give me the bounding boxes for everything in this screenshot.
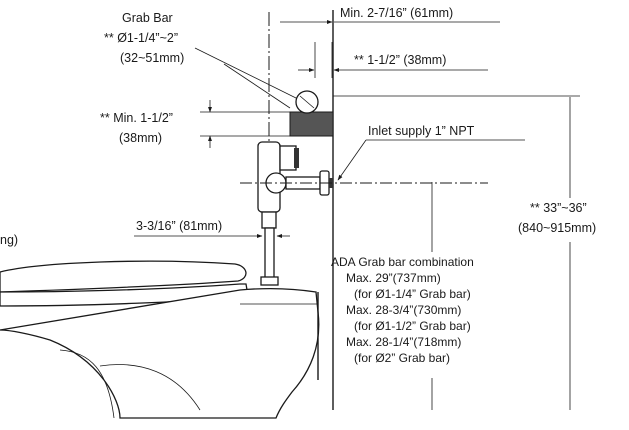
grab-bar-group: Grab Bar ** Ø1-1/4”~2” (32~51mm) <box>104 11 580 137</box>
ada-line-2: (for Ø1-1/4” Grab bar) <box>354 287 471 301</box>
height-range-line1: ** 33”~36” <box>530 201 587 215</box>
pipe-offset-group: 3-3/16” (81mm) <box>134 219 290 238</box>
bar-clearance-group: ** Min. 1-1/2” (38mm) <box>100 100 290 148</box>
ada-line-3: Max. 28-3/4”(730mm) <box>346 303 461 317</box>
ada-line-1: Max. 29”(737mm) <box>346 271 441 285</box>
grab-bar-title: Grab Bar <box>122 11 173 25</box>
ada-line-4: (for Ø1-1/2” Grab bar) <box>354 319 471 333</box>
toilet <box>0 260 320 419</box>
grab-bar-leader <box>194 47 301 101</box>
toilet-seat <box>0 260 247 293</box>
bowl-contour-2 <box>59 349 115 419</box>
ada-title: ADA Grab bar combination <box>331 255 474 269</box>
grab-bar-hatch <box>299 95 315 109</box>
grab-bar-diameter: ** Ø1-1/4”~2” <box>104 31 178 45</box>
spud-coupling <box>260 276 279 286</box>
valve-cover <box>279 145 297 171</box>
bowl-contour <box>99 364 201 411</box>
ada-line-6: (for Ø2” Grab bar) <box>354 351 450 365</box>
grab-bar-diameter-mm: (32~51mm) <box>120 51 184 65</box>
valve-cover-edge <box>294 148 299 168</box>
ada-group: ADA Grab bar combination Max. 29”(737mm)… <box>331 182 474 410</box>
inlet-supply-group: Inlet supply 1” NPT <box>337 124 525 181</box>
clearance-label-line1: ** Min. 1-1/2” <box>100 111 173 125</box>
ada-line-5: Max. 28-1/4”(718mm) <box>346 335 461 349</box>
bar-offset-label: ** 1-1/2” (38mm) <box>354 53 446 67</box>
flush-tube <box>264 227 275 281</box>
pipe-offset-label: 3-3/16” (81mm) <box>136 219 222 233</box>
flush-valve <box>240 141 488 286</box>
left-cutoff-label: ng) <box>0 233 18 247</box>
top-dimensions: Min. 2-7/16” (61mm) ** 1-1/2” (38mm) <box>280 6 500 78</box>
toilet-bowl <box>0 288 320 419</box>
grab-bar-leader-2 <box>223 63 291 109</box>
grab-bar-bracket <box>289 111 334 137</box>
height-range-line2: (840~915mm) <box>518 221 596 235</box>
inlet-supply-leader <box>337 139 367 181</box>
min-offset-label: Min. 2-7/16” (61mm) <box>340 6 453 20</box>
clearance-label-line2: (38mm) <box>119 131 162 145</box>
height-range-group: ** 33”~36” (840~915mm) <box>518 97 596 410</box>
vacuum-breaker <box>261 211 277 229</box>
inlet-supply-label: Inlet supply 1” NPT <box>368 124 475 138</box>
